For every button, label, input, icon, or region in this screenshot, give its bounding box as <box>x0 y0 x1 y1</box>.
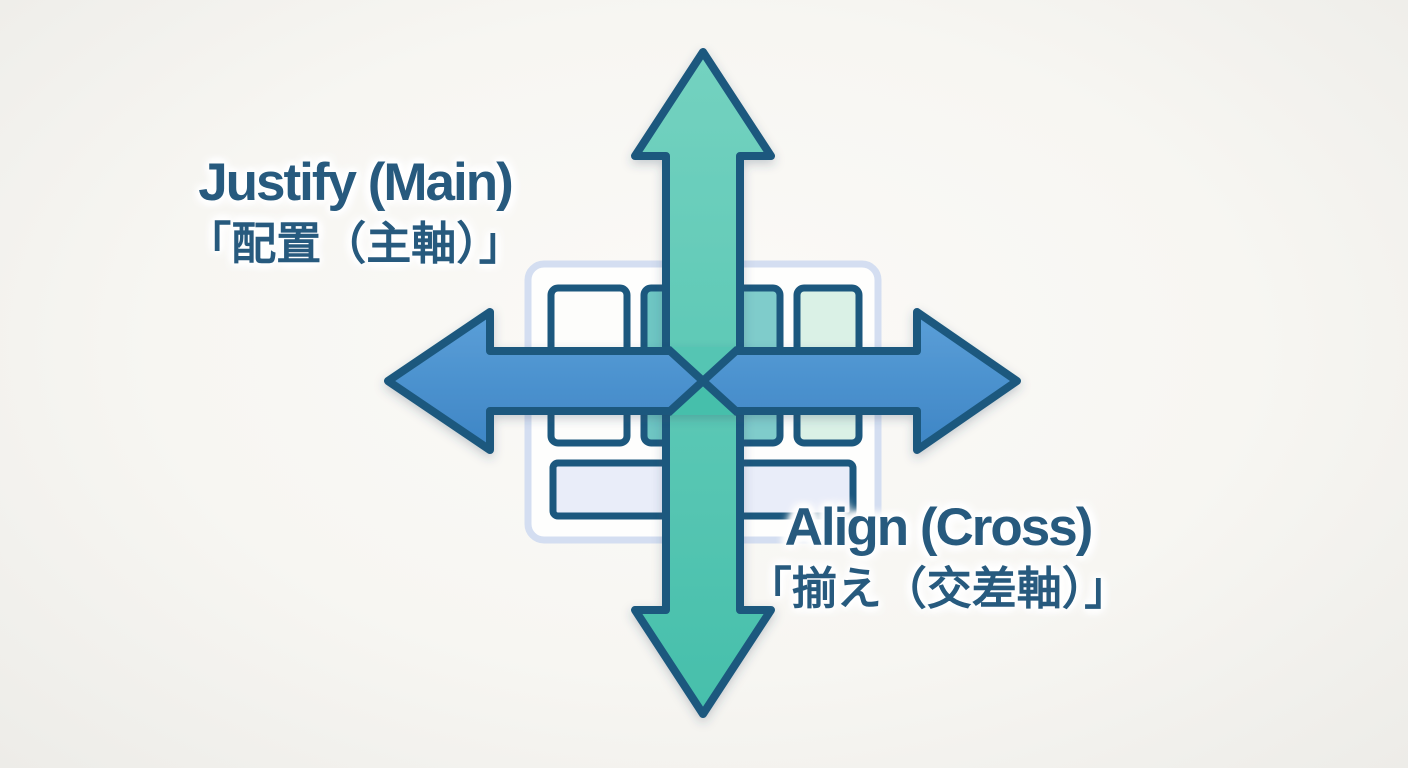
crossing-bottom-wedge <box>671 383 735 415</box>
crossing-top-wedge <box>671 347 735 379</box>
align-cross-label-en: Align (Cross) <box>784 498 1094 557</box>
align-cross-label-ja: 「揃え（交差軸）」 <box>746 563 1130 615</box>
align-cross-label: Align (Cross) 「揃え（交差軸）」 <box>738 497 1138 616</box>
arrow-crossing <box>665 346 741 416</box>
justify-main-label-ja: 「配置（主軸）」 <box>186 218 524 270</box>
justify-main-label: Justify (Main) 「配置（主軸）」 <box>155 152 555 271</box>
justify-main-label-en: Justify (Main) <box>198 153 514 212</box>
crossing-diagonal-2 <box>665 346 741 416</box>
